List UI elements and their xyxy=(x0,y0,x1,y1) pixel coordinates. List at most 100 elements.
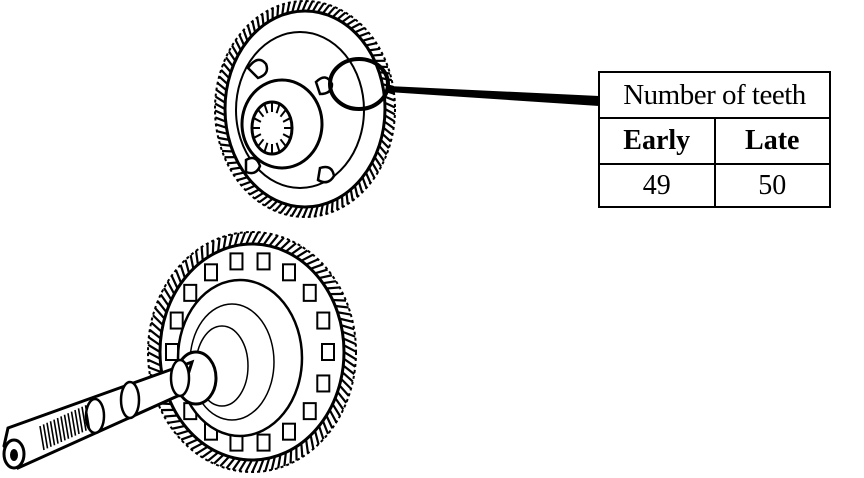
gear-tooth xyxy=(364,172,372,184)
gear-tooth xyxy=(147,358,162,367)
gear-tooth xyxy=(213,453,225,465)
bore-spline-tooth xyxy=(257,109,265,118)
early-teeth-value: 49 xyxy=(598,163,716,208)
shaft-spline-tooth xyxy=(56,417,63,443)
gear-tooth xyxy=(220,69,230,79)
gear-tooth xyxy=(285,242,297,253)
gear-tooth xyxy=(227,50,237,62)
gear-tooth xyxy=(231,458,242,471)
gear-tooth xyxy=(341,330,356,338)
gear-tooth xyxy=(361,176,368,189)
gear-tooth xyxy=(239,231,247,246)
gear-tooth xyxy=(313,205,319,217)
gear-tooth xyxy=(244,184,256,191)
gear-tooth xyxy=(383,120,395,130)
shaft-center-hole xyxy=(10,449,18,461)
gear-tooth xyxy=(384,101,396,109)
gear-tooth xyxy=(149,328,162,340)
gear-tooth xyxy=(325,415,334,429)
gear-tooth xyxy=(236,176,248,182)
gear-tooth xyxy=(240,180,252,187)
gear-tooth xyxy=(200,246,204,261)
gear-tooth xyxy=(217,237,221,252)
clutch-lug xyxy=(316,374,331,393)
gear-tooth xyxy=(218,75,229,85)
gear-tooth xyxy=(309,435,315,450)
gear-tooth xyxy=(340,195,344,208)
upper-gear-hole xyxy=(244,156,262,175)
gear-tooth xyxy=(180,434,194,441)
leader-line xyxy=(388,86,599,106)
gear-tooth xyxy=(371,161,379,173)
gear-tooth xyxy=(215,95,226,104)
bore-spline-tooth xyxy=(282,117,291,123)
gear-tooth xyxy=(156,300,168,313)
lower-gear-clutch-lugs xyxy=(165,252,335,452)
gear-tooth xyxy=(159,293,170,307)
gear-tooth xyxy=(214,109,226,117)
gear-tooth xyxy=(362,36,374,42)
gear-tooth xyxy=(279,239,291,251)
shaft-spline-tooth xyxy=(67,413,73,438)
gear-tooth xyxy=(365,42,377,47)
column-header-early: Early xyxy=(598,117,716,165)
gear-tooth xyxy=(340,324,355,331)
gear-tooth xyxy=(301,0,308,12)
gear-tooth xyxy=(214,116,227,123)
gear-tooth xyxy=(336,11,347,21)
gear-tooth xyxy=(251,459,259,473)
shaft-spline-tooth xyxy=(63,414,70,439)
gear-tooth xyxy=(179,264,186,279)
gear-tooth xyxy=(300,253,314,262)
gear-tooth xyxy=(338,384,350,397)
gear-tooth xyxy=(215,88,227,98)
bore-spline-tooth xyxy=(257,138,265,147)
gear-tooth xyxy=(342,364,355,376)
gear-tooth xyxy=(334,397,345,411)
gear-tooth xyxy=(233,171,245,176)
gear-tooth xyxy=(190,442,204,451)
gear-tooth xyxy=(263,197,274,207)
gear-tooth xyxy=(225,56,234,68)
gear-tooth xyxy=(207,451,219,462)
clutch-lug xyxy=(183,283,198,302)
gear-tooth xyxy=(222,62,232,73)
gear-tooth xyxy=(286,2,291,14)
gear-tooth xyxy=(336,391,348,404)
gear-tooth xyxy=(150,321,163,333)
gear-tooth xyxy=(384,108,396,116)
gear-tooth xyxy=(343,357,356,368)
gear-tooth xyxy=(331,8,342,18)
shaft-spline-tooth xyxy=(81,406,87,431)
gear-tooth xyxy=(304,439,310,454)
gear-tooth xyxy=(380,139,390,149)
late-teeth-value: 50 xyxy=(713,163,831,208)
gear-tooth xyxy=(185,438,199,446)
gear-tooth xyxy=(238,34,246,46)
gear-tooth xyxy=(184,259,191,274)
gear-tooth xyxy=(256,232,266,245)
gear-tooth xyxy=(291,1,297,13)
gear-tooth xyxy=(189,254,195,269)
gear-tooth xyxy=(321,420,330,435)
gear-tooth xyxy=(295,249,309,259)
gear-tooth xyxy=(353,185,359,197)
gear-tooth xyxy=(194,250,200,265)
gear-tooth xyxy=(268,200,279,210)
clutch-lug xyxy=(321,343,335,361)
table-title: Number of teeth xyxy=(598,71,831,119)
bore-spline-tooth xyxy=(275,142,281,152)
upper-gear-hole xyxy=(316,165,336,184)
gear-tooth xyxy=(281,3,285,16)
gear-tooth xyxy=(310,263,324,270)
gear-tooth xyxy=(330,200,334,213)
gear-tooth xyxy=(257,458,265,473)
gear-tooth-tips xyxy=(147,231,357,473)
clutch-lug xyxy=(256,252,271,271)
gear-tooth xyxy=(325,202,329,215)
gear-tooth xyxy=(211,240,215,255)
gear-tooth xyxy=(311,1,320,13)
upper-gear-spline xyxy=(253,103,291,153)
gear-tooth xyxy=(371,53,383,57)
gear-tooth xyxy=(378,145,388,156)
